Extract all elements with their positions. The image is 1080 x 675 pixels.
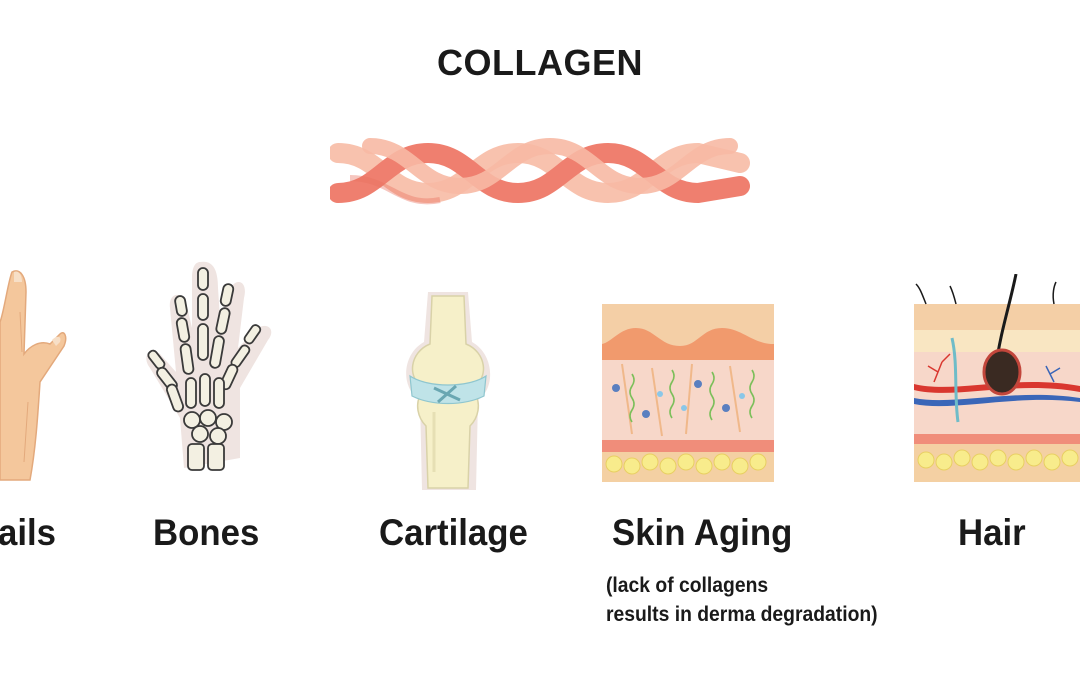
hand-skeleton-icon bbox=[146, 261, 272, 471]
knee-joint-icon bbox=[406, 292, 491, 490]
label-nails: ails bbox=[0, 512, 57, 553]
hair-follicle-icon bbox=[914, 274, 1080, 482]
label-skin-aging: Skin Aging bbox=[612, 512, 793, 553]
diagram-title: COLLAGEN bbox=[437, 42, 643, 83]
skin-cross-section-icon bbox=[602, 304, 774, 482]
skin-note-line-2: results in derma degradation) bbox=[606, 603, 878, 626]
skin-note-line-1: (lack of collagens bbox=[606, 574, 769, 597]
label-bones: Bones bbox=[153, 512, 260, 553]
label-hair: Hair bbox=[958, 512, 1026, 553]
label-cartilage: Cartilage bbox=[379, 512, 528, 553]
finger-nail-icon bbox=[0, 270, 67, 481]
collagen-fiber-icon bbox=[330, 137, 750, 205]
